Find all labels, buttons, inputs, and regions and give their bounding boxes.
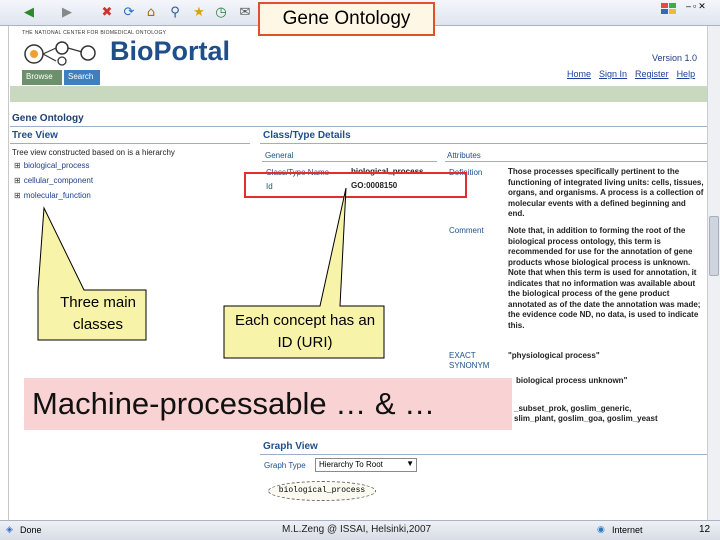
window-controls[interactable]: –▫✕: [686, 1, 708, 11]
slide-page-number: 12: [699, 524, 711, 535]
nav-register-link[interactable]: Register: [635, 69, 669, 79]
top-nav: Home Sign In Register Help: [567, 69, 695, 79]
page-done-icon: ◈: [6, 524, 13, 534]
subset-line-2: slim_plant, goslim_goa, goslim_yeast: [514, 414, 658, 423]
search-icon[interactable]: ⚲: [170, 5, 180, 20]
refresh-icon[interactable]: ⟳: [123, 5, 135, 20]
favorites-icon[interactable]: ★: [193, 5, 205, 20]
tree-view-divider: [10, 143, 250, 144]
stop-icon[interactable]: ✖: [101, 5, 113, 20]
status-bar: ◈ Done ◉ Internet: [0, 520, 720, 540]
heading-divider: [10, 126, 707, 127]
graph-type-label: Graph Type: [264, 461, 306, 470]
expand-icon[interactable]: ⊞: [14, 161, 21, 170]
classes-callout-text: Three main classes: [60, 294, 136, 333]
mail-icon[interactable]: ✉: [239, 5, 251, 20]
concept-id-callout-text: Each concept has an ID (URI): [234, 312, 376, 351]
exact-synonym-value: "physiological process": [508, 351, 600, 360]
tab-browse[interactable]: Browse: [22, 70, 62, 85]
scroll-thumb[interactable]: [709, 216, 719, 276]
related-synonym-value: biological process unknown": [516, 376, 628, 385]
bioportal-logo-icon: [24, 41, 96, 66]
chevron-down-icon[interactable]: ▼: [406, 459, 414, 468]
forward-icon[interactable]: ▶: [62, 5, 72, 20]
history-icon[interactable]: ◷: [215, 5, 227, 20]
graph-view-title: Graph View: [263, 441, 318, 452]
expand-icon[interactable]: ⊞: [14, 191, 21, 200]
nav-sign-in-link[interactable]: Sign In: [599, 69, 628, 79]
version-label: Version 1.0: [652, 53, 698, 63]
tree-item-cellular-component[interactable]: ⊞cellular_component: [14, 176, 94, 185]
header-band: [10, 86, 707, 102]
id-highlight-box: [244, 172, 467, 198]
nav-help-link[interactable]: Help: [676, 69, 696, 79]
comment-label: Comment: [449, 226, 484, 235]
subset-line-1: _subset_prok, goslim_generic,: [514, 404, 632, 413]
home-icon[interactable]: ⌂: [146, 5, 156, 20]
back-icon[interactable]: ◀: [24, 5, 34, 20]
attributes-divider: [445, 161, 707, 162]
graph-view-divider: [260, 454, 707, 455]
graph-type-select[interactable]: Hierarchy To Root ▼: [315, 458, 417, 472]
ncbo-line: THE NATIONAL CENTER FOR BIOMEDICAL ONTOL…: [22, 30, 167, 36]
machine-processable-banner: Machine-processable … & …: [24, 378, 512, 430]
class-name-value: biological_process: [351, 167, 424, 176]
expand-icon[interactable]: ⊞: [14, 176, 21, 185]
graph-node[interactable]: biological_process: [268, 481, 376, 501]
tree-item-molecular-function[interactable]: ⊞molecular_function: [14, 191, 91, 200]
general-divider: [262, 161, 437, 162]
tree-item-biological-process[interactable]: ⊞biological_process: [14, 161, 90, 170]
attributes-label: Attributes: [447, 151, 481, 160]
tree-view-title: Tree View: [12, 130, 58, 141]
definition-value: Those processes specifically pertinent t…: [508, 167, 704, 218]
class-id-value: GO:0008150: [351, 181, 398, 190]
general-label: General: [265, 151, 294, 160]
internet-zone-text: Internet: [612, 525, 643, 535]
vertical-scrollbar[interactable]: [707, 26, 720, 520]
tab-search[interactable]: Search: [64, 70, 100, 85]
page-title: Gene Ontology: [12, 113, 84, 124]
class-id-label: Id: [266, 182, 273, 191]
tree-view-subtitle: Tree view constructed based on is a hier…: [12, 148, 175, 157]
windows-logo-icon: [661, 3, 676, 14]
slide-footer: M.L.Zeng @ ISSAI, Helsinki,2007: [282, 524, 432, 535]
comment-value: Note that, in addition to forming the ro…: [508, 226, 701, 330]
class-details-divider: [260, 143, 707, 144]
class-details-title: Class/Type Details: [263, 130, 351, 141]
status-done-text: Done: [20, 525, 42, 535]
exact-synonym-label: EXACT SYNONYM: [449, 351, 490, 370]
nav-home-link[interactable]: Home: [567, 69, 592, 79]
internet-zone-icon: ◉: [597, 524, 605, 534]
slide-title: Gene Ontology: [258, 2, 435, 36]
bioportal-logo-text: BioPortal: [110, 36, 231, 66]
